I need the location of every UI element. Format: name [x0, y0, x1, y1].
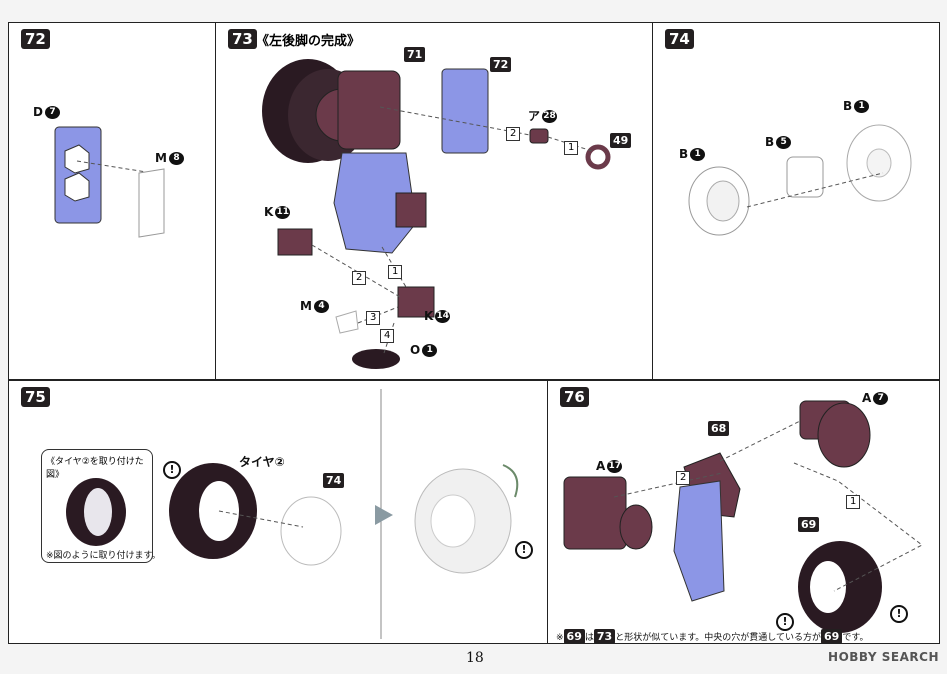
- tire-label: タイヤ②: [239, 455, 285, 469]
- step-76-illustration: [563, 400, 923, 633]
- step-number: 73: [228, 29, 257, 49]
- warning-mark-tire: !: [163, 461, 181, 479]
- watermark: HOBBY SEARCH: [828, 650, 939, 664]
- step-number: 72: [21, 29, 50, 49]
- step-number: 74: [665, 29, 694, 49]
- sequence-3: 3: [366, 311, 381, 325]
- ref-71: 71: [404, 47, 426, 62]
- callout-note: ※図のように取り付けます。: [46, 551, 161, 561]
- page-number: 18: [466, 650, 484, 666]
- sequence-1b: 1: [388, 265, 403, 279]
- step-74-illustration: [688, 124, 912, 236]
- ref-74: 74: [323, 473, 345, 488]
- step-title: 《左後脚の完成》: [256, 34, 361, 49]
- warning-mark-left: !: [776, 613, 794, 631]
- callout-box: 《タイヤ②を取り付けた図》 ※図のように取り付けます。: [41, 449, 161, 563]
- sequence-4: 4: [380, 329, 395, 343]
- step-75-illustration: [169, 389, 519, 639]
- step-73-illustration: [262, 59, 611, 369]
- sequence-1: 1: [564, 141, 579, 155]
- step-72-illustration: [54, 126, 166, 238]
- sequence-1: 1: [846, 495, 861, 509]
- callout-title: 《タイヤ②を取り付けた図》: [46, 457, 144, 480]
- warning-mark-right: !: [890, 605, 908, 623]
- step-number: 75: [21, 387, 50, 407]
- ref-68: 68: [708, 421, 730, 436]
- step-number: 76: [560, 387, 589, 407]
- sequence-2: 2: [676, 471, 691, 485]
- sequence-2: 2: [506, 127, 521, 141]
- callout-illustration: [66, 478, 126, 546]
- panel-step-75: 75 《タイヤ②を取り付けた図》 ※図のように取り付けます。 ! タイヤ② 74…: [8, 380, 548, 644]
- ref-69: 69: [798, 517, 820, 532]
- ref-49: 49: [610, 133, 632, 148]
- sequence-2b: 2: [352, 271, 367, 285]
- ref-72: 72: [490, 57, 512, 72]
- warning-mark-wheel: !: [515, 541, 533, 559]
